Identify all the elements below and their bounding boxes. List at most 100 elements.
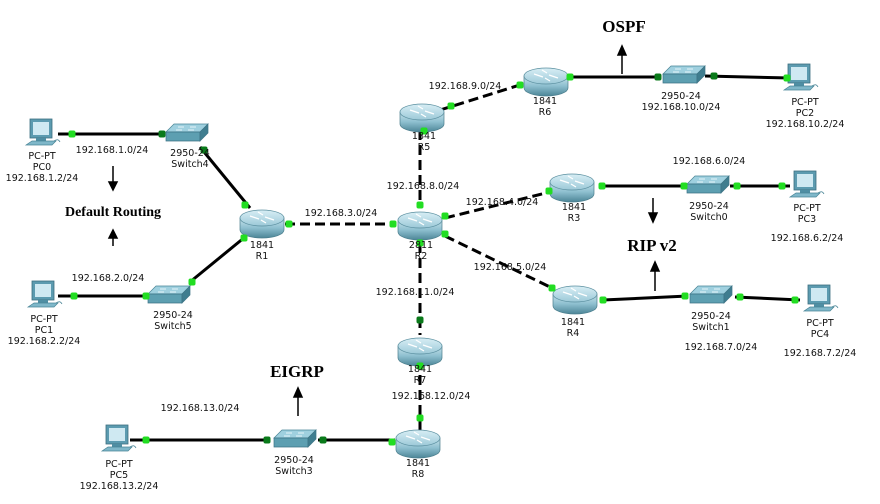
link-switch4-r1 [198, 146, 252, 209]
port-indicator [447, 102, 455, 110]
port-indicator [70, 292, 78, 300]
port-indicator [142, 436, 150, 444]
port-indicator [545, 187, 553, 195]
pc5-pc-icon[interactable] [100, 424, 137, 452]
port-indicator [441, 230, 449, 238]
link-switch-pc2 [704, 74, 791, 80]
arrow-up-ospf [616, 44, 628, 74]
port-indicator [263, 436, 271, 444]
port-indicator [241, 201, 249, 209]
port-indicator [680, 182, 688, 190]
pc3-pc-icon[interactable] [788, 170, 825, 198]
port-indicator [416, 239, 424, 247]
port-indicator [389, 220, 397, 228]
port-indicator [188, 278, 196, 286]
network-label-11: 192.168.11.0/24 [375, 287, 455, 298]
port-indicator [598, 182, 606, 190]
port-indicator [441, 212, 449, 220]
label-ospf: OSPF [602, 17, 646, 36]
port-indicator [142, 292, 150, 300]
network-label-1: 192.168.1.0/24 [75, 145, 149, 156]
network-label-2: 192.168.2.0/24 [71, 273, 145, 284]
switch3-switch-icon[interactable] [273, 429, 317, 448]
switch5-switch-icon[interactable] [147, 285, 191, 304]
r2-router-icon[interactable] [397, 211, 443, 241]
pc0-pc-icon[interactable] [24, 118, 61, 146]
port-indicator [68, 130, 76, 138]
network-label-13: 192.168.13.0/24 [160, 403, 240, 414]
r3-router-icon[interactable] [549, 173, 595, 203]
arrow-up-default-bottom [107, 228, 119, 246]
port-indicator [654, 73, 662, 81]
port-indicator [736, 293, 744, 301]
switch-r6-switch-icon[interactable] [662, 65, 706, 84]
network-label-5: 192.168.5.0/24 [473, 262, 547, 273]
network-label-9: 192.168.9.0/24 [428, 81, 502, 92]
label-default-routing: Default Routing [64, 205, 162, 220]
pc2-pc-icon[interactable] [782, 63, 819, 91]
port-indicator [420, 127, 428, 135]
port-indicator [548, 284, 556, 292]
label-eigrp: EIGRP [270, 362, 324, 381]
serial-r2-r3 [444, 190, 551, 220]
link-switch5-r1 [189, 235, 246, 284]
port-indicator [599, 296, 607, 304]
network-label-8: 192.168.8.0/24 [386, 181, 460, 192]
label-rip-v2: RIP v2 [627, 236, 677, 255]
port-indicator [681, 292, 689, 300]
arrow-up-eigrp [292, 386, 304, 416]
arrows [107, 44, 661, 416]
port-indicator [285, 220, 293, 228]
r1-router-icon[interactable] [239, 209, 285, 239]
link-r4-switch1 [602, 294, 689, 302]
r8-router-icon[interactable] [395, 429, 441, 459]
arrow-down-default-top [107, 166, 119, 192]
port-indicator [416, 201, 424, 209]
pc1-pc-icon[interactable] [26, 280, 63, 308]
port-indicator [388, 438, 396, 446]
network-label-7: 192.168.7.0/24 [684, 342, 758, 353]
r6-router-icon[interactable] [523, 67, 569, 97]
port-indicator [240, 234, 248, 242]
port-indicator [416, 316, 424, 324]
network-label-3: 192.168.3.0/24 [304, 208, 378, 219]
switch1-switch-icon[interactable] [689, 285, 733, 304]
link-switch1-pc4 [734, 295, 801, 302]
port-indicator [710, 72, 718, 80]
port-indicator [791, 296, 799, 304]
port-indicator [158, 130, 166, 138]
network-label-4: 192.168.4.0/24 [465, 197, 539, 208]
port-indicator [566, 73, 574, 81]
port-indicator [200, 146, 208, 154]
switch0-switch-icon[interactable] [686, 175, 730, 194]
port-indicator [416, 414, 424, 422]
pc4-pc-icon[interactable] [802, 284, 839, 312]
port-indicator [783, 74, 791, 82]
r4-router-icon[interactable] [552, 285, 598, 315]
arrow-up-rip-bottom [649, 260, 661, 291]
r7-router-icon[interactable] [397, 337, 443, 367]
switch4-switch-icon[interactable] [165, 123, 209, 142]
port-indicator [778, 182, 786, 190]
